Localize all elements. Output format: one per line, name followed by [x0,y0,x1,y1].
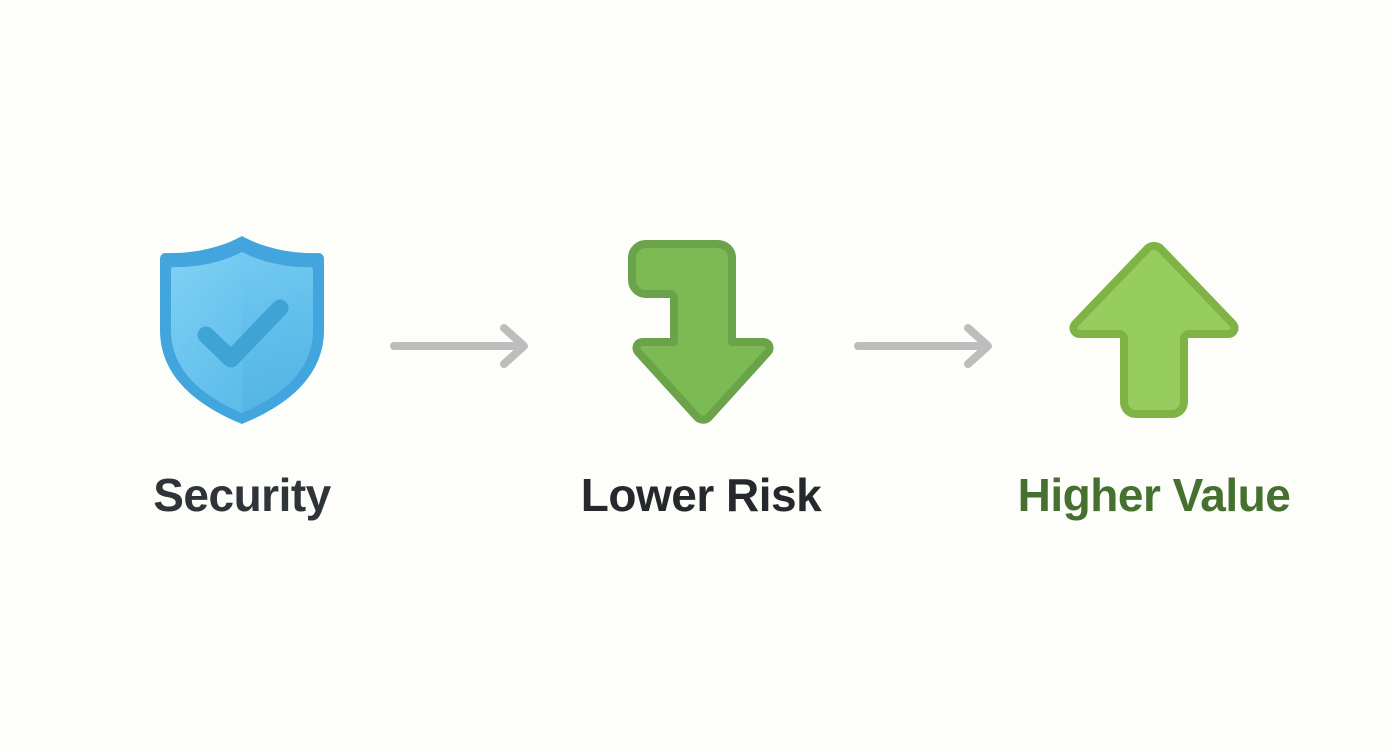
arrow-up-icon [1061,232,1247,428]
step-security: Security [0,232,484,518]
step-higher-value: Higher Value [908,232,1392,518]
connector-arrow-1 [388,318,536,374]
arrow-right-icon [854,324,992,368]
shield-check-icon [149,232,335,428]
step-lower-risk: Lower Risk [456,232,946,518]
step-label-security: Security [153,469,331,521]
arrow-right-icon [390,324,528,368]
arrow-turn-down-icon [608,232,794,428]
step-label-lower-risk: Lower Risk [580,469,822,521]
step-label-higher-value: Higher Value [1017,469,1291,521]
connector-arrow-2 [852,318,1000,374]
